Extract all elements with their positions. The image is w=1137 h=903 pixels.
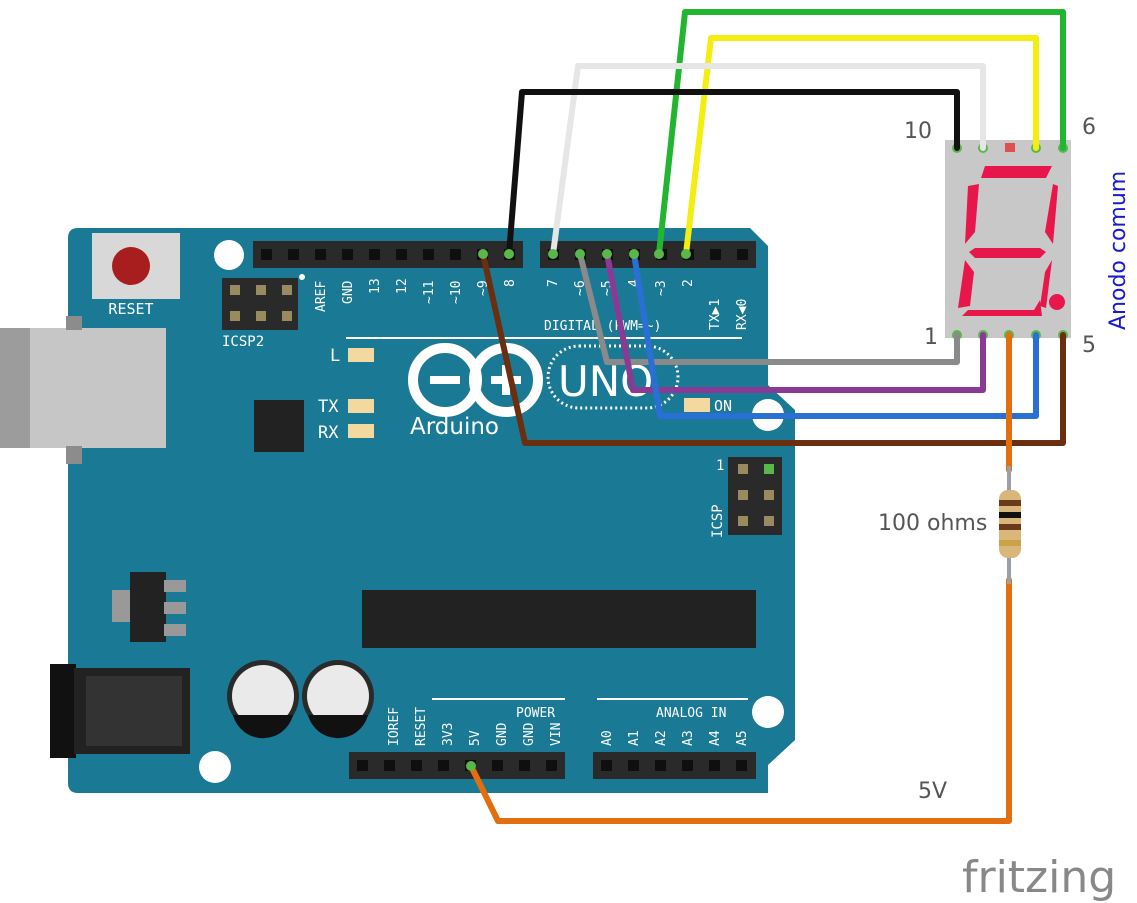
icsp-pin1-label: 1 <box>716 458 724 474</box>
pin-label-12: 12 <box>395 278 410 294</box>
pin-label-aref: AREF <box>314 281 329 312</box>
pin-label-6: ~6 <box>573 280 588 296</box>
power-header-label: POWER <box>516 706 555 721</box>
digital-header-label: DIGITAL (PWM=~) <box>544 319 661 334</box>
pin-label-7: 7 <box>546 279 561 287</box>
arduino-board: RESET ICSP2 L TX <box>0 228 795 793</box>
led-on <box>684 398 710 412</box>
pin-label-13: 13 <box>368 278 383 294</box>
pin-label-4: 4 <box>627 279 642 287</box>
pin-label-11: ~11 <box>422 281 437 304</box>
pin-label-gnd2: GND <box>522 722 537 746</box>
mounting-hole <box>752 696 784 728</box>
logo-brand-text: Arduino <box>410 414 499 440</box>
resistor-label: 100 ohms <box>878 511 987 536</box>
icsp-label: ICSP <box>710 504 726 538</box>
digital-header-right <box>540 241 756 268</box>
mounting-hole <box>199 751 231 783</box>
wire-purple <box>604 251 986 393</box>
pin-label-a2: A2 <box>654 730 669 746</box>
led-rx <box>348 424 374 438</box>
pin-label-10: ~10 <box>449 281 464 304</box>
analog-header-label: ANALOG IN <box>656 706 726 721</box>
wire-green <box>656 9 1066 257</box>
pin-label-3: ~3 <box>654 280 669 296</box>
led-l <box>348 348 374 362</box>
pin-label-vin: VIN <box>549 723 564 746</box>
pin-label-a5: A5 <box>735 730 750 746</box>
digit-segments <box>958 166 1065 316</box>
capacitor <box>302 660 374 739</box>
resistor: 100 ohms <box>878 466 1021 584</box>
pin-label-a1: A1 <box>627 730 642 746</box>
pin-label-ioref: IOREF <box>387 707 402 746</box>
capacitor <box>227 660 299 739</box>
display-pin-label-1: 1 <box>924 325 938 350</box>
pin-label-reset: RESET <box>414 707 429 746</box>
led-tx-label: TX <box>318 397 339 417</box>
pin-label-2: 2 <box>681 279 696 287</box>
usb-port <box>0 328 32 448</box>
power-header <box>349 752 565 779</box>
pin-label-tx1: TX▶1 <box>708 299 723 330</box>
display-side-label: Anodo comum <box>1106 171 1131 330</box>
seven-segment-display: 10 6 1 5 Anodo comum <box>904 115 1131 358</box>
usb-chip <box>254 400 304 452</box>
wire-white <box>550 63 986 257</box>
pin-label-3v3: 3V3 <box>441 723 456 746</box>
led-l-label: L <box>330 346 340 366</box>
fritzing-watermark: fritzing <box>962 852 1116 903</box>
reset-button-cap[interactable] <box>112 247 150 285</box>
pin-label-8: 8 <box>503 279 518 287</box>
logo-uno-text: UNO <box>558 357 653 406</box>
wire-black <box>506 89 960 257</box>
icsp2-label: ICSP2 <box>222 334 264 350</box>
display-pin-label-6: 6 <box>1082 115 1096 140</box>
display-pin-label-5: 5 <box>1082 333 1096 358</box>
microcontroller-chip <box>362 590 756 648</box>
analog-header <box>593 752 756 779</box>
led-on-label: ON <box>714 397 732 415</box>
wire-orange-5v <box>468 577 1012 824</box>
led-tx <box>348 399 374 413</box>
wire-blue <box>631 251 1039 419</box>
wire-gray <box>577 251 960 365</box>
voltage-regulator <box>130 572 166 642</box>
pin-label-a4: A4 <box>708 730 723 746</box>
pin-label-gnd1: GND <box>495 722 510 746</box>
display-pin-label-10: 10 <box>904 119 932 144</box>
pin-label-a3: A3 <box>681 730 696 746</box>
pin-label-a0: A0 <box>600 730 615 746</box>
pin-label-rx0: RX◀0 <box>735 299 750 330</box>
led-rx-label: RX <box>318 423 339 443</box>
wires <box>468 9 1066 824</box>
wire-brown <box>480 251 1066 446</box>
mounting-hole <box>214 240 244 270</box>
wire-yellow <box>683 35 1039 257</box>
pin-label-gnd: GND <box>341 280 356 304</box>
reset-label: RESET <box>108 300 153 318</box>
wire-5v-label: 5V <box>918 779 947 804</box>
pin-label-5v: 5V <box>468 730 483 746</box>
